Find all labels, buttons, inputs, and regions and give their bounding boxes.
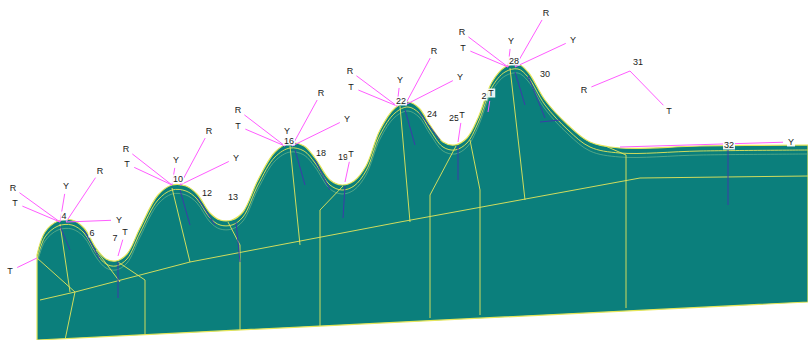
axis-label: R — [9, 184, 18, 193]
axis-label: T — [459, 44, 467, 53]
axis-label: Y — [343, 115, 351, 124]
axis-label: Y — [283, 127, 291, 136]
node-number: 28 — [508, 57, 520, 66]
axis-label: Y — [569, 36, 577, 45]
axis-label: R — [317, 89, 326, 98]
node-number: 31 — [632, 58, 644, 67]
node-number: 24 — [426, 110, 438, 119]
axis-label: R — [346, 67, 355, 76]
node-number: 30 — [539, 70, 551, 79]
axis-label: R — [580, 86, 589, 95]
axis-label: Y — [232, 154, 240, 163]
node-number: 4 — [60, 212, 67, 221]
axis-label: R — [458, 28, 467, 37]
axis-label: Y — [787, 138, 795, 147]
axis-label: Y — [456, 73, 464, 82]
node-number: 13 — [227, 193, 239, 202]
axis-label: T — [123, 160, 131, 169]
axis-label: R — [234, 106, 243, 115]
node-number: 12 — [201, 189, 213, 198]
gear-body — [37, 64, 808, 340]
axis-label: T — [11, 199, 19, 208]
axis-label: T — [458, 111, 466, 120]
axis-label: R — [96, 167, 105, 176]
node-number: 18 — [315, 149, 327, 158]
node-number: 6 — [88, 229, 95, 238]
mesh-lines — [37, 68, 808, 340]
node-normals — [60, 72, 728, 298]
axis-label: Y — [115, 216, 123, 225]
axis-label: R — [542, 9, 551, 18]
node-number: 7 — [111, 234, 118, 243]
node-number: 16 — [283, 137, 295, 146]
axis-label: Y — [396, 76, 404, 85]
node-number: 10 — [172, 175, 184, 184]
axis-label: Y — [172, 156, 180, 165]
axis-label: Y — [62, 182, 70, 191]
axis-label: T — [121, 228, 129, 237]
axis-label: R — [122, 145, 131, 154]
axis-label: T — [234, 122, 242, 131]
axis-label: T — [665, 107, 673, 116]
coordinate-triads — [17, 20, 783, 268]
node-number: 32 — [723, 141, 735, 150]
axis-label: R — [430, 47, 439, 56]
axis-label: R — [205, 127, 214, 136]
axis-label: T — [6, 267, 14, 276]
axis-label: T — [347, 83, 355, 92]
axis-label: Y — [507, 37, 515, 46]
node-number: 22 — [395, 97, 407, 106]
axis-label: T — [347, 150, 355, 159]
axis-label: T — [487, 89, 495, 98]
